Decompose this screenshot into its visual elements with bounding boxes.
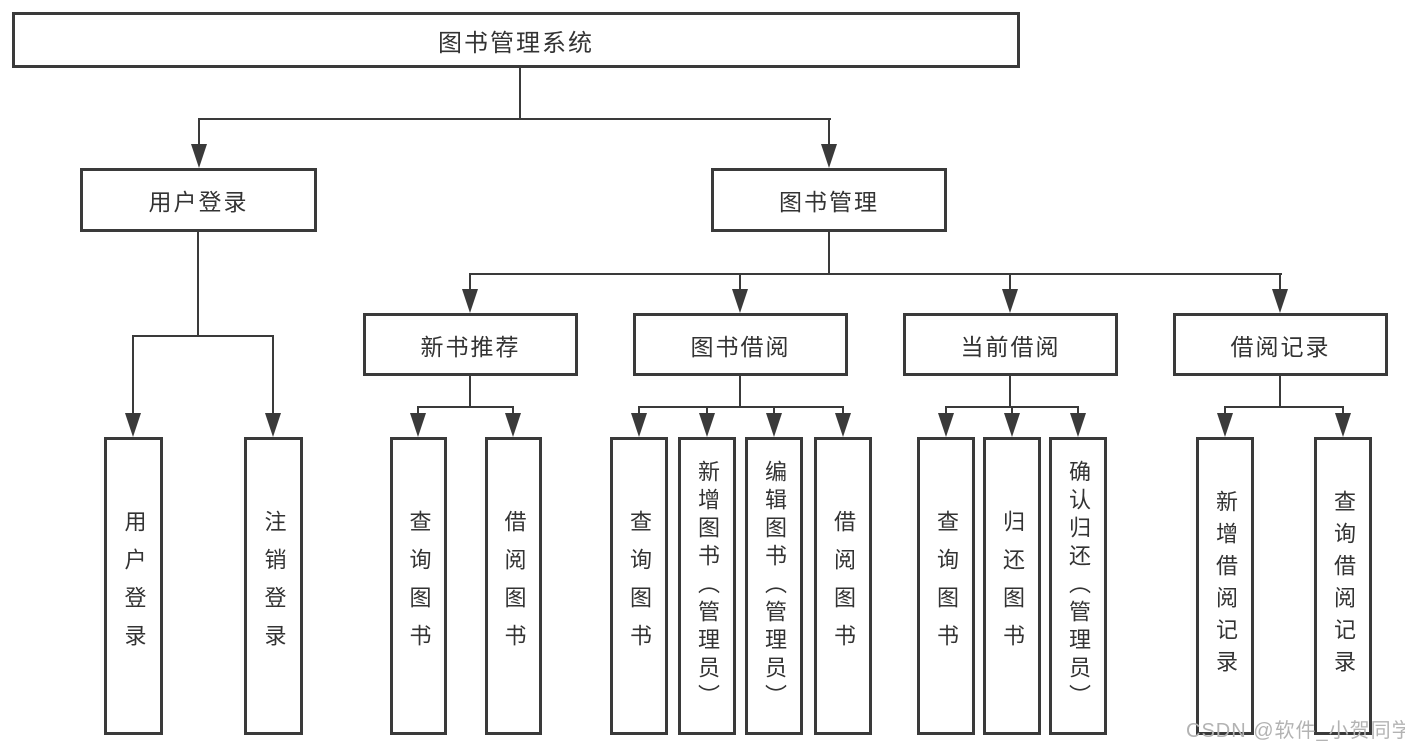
arrow-down-icon [938, 413, 954, 437]
arrow-down-icon [631, 413, 647, 437]
leaf-query-borrow-record: 查询借阅记录 [1314, 437, 1372, 735]
arrow-down-icon [766, 413, 782, 437]
connector-borrow-record-rail [1224, 406, 1344, 408]
connector-level1-rail [198, 118, 831, 120]
arrow-down-icon [821, 144, 837, 168]
connector-leaf-drop [945, 406, 947, 415]
leaf-logout: 注销登录 [244, 437, 303, 735]
connector-leaf-drop [1342, 406, 1344, 415]
connector-login-leaf-drop [132, 335, 134, 414]
arrow-down-icon [1002, 289, 1018, 313]
connector-leaf-drop [706, 406, 708, 415]
arrow-down-icon [462, 289, 478, 313]
connector-leaf-drop [1011, 406, 1013, 415]
csdn-watermark: CSDN @软件_小贺同学 [1186, 720, 1405, 742]
arrow-down-icon [265, 413, 281, 437]
leaf-borrow-books: 借阅图书 [814, 437, 872, 735]
connector-user-login-drop [198, 118, 200, 146]
connector-leaf-drop [417, 406, 419, 415]
arrow-down-icon [732, 289, 748, 313]
connector-book-borrow-stem [739, 376, 741, 406]
connector-leaf-drop [842, 406, 844, 415]
arrow-down-icon [1070, 413, 1086, 437]
connector-new-book-stem [469, 376, 471, 406]
connector-new-book-drop [469, 273, 471, 291]
connector-current-borrow-drop [1009, 273, 1011, 291]
connector-book-borrow-drop [739, 273, 741, 291]
connector-book-borrow-rail [638, 406, 844, 408]
node-book-borrowing: 图书借阅 [633, 313, 848, 376]
connector-user-login-rail [132, 335, 274, 337]
leaf-query-books: 查询图书 [917, 437, 975, 735]
node-book-management: 图书管理 [711, 168, 947, 232]
connector-level2-rail [469, 273, 1282, 275]
connector-new-book-rail [417, 406, 514, 408]
arrow-down-icon [1217, 413, 1233, 437]
connector-borrow-record-stem [1279, 376, 1281, 406]
arrow-down-icon [1335, 413, 1351, 437]
leaf-user-login: 用户登录 [104, 437, 163, 735]
node-root: 图书管理系统 [12, 12, 1020, 68]
arrow-down-icon [699, 413, 715, 437]
connector-leaf-drop [1077, 406, 1079, 415]
connector-borrow-record-drop [1279, 273, 1281, 291]
leaf-add-borrow-record: 新增借阅记录 [1196, 437, 1254, 735]
connector-leaf-drop [638, 406, 640, 415]
connector-current-borrow-stem [1009, 376, 1011, 406]
node-borrow-records: 借阅记录 [1173, 313, 1388, 376]
leaf-edit-books-admin: 编辑图书（管理员） [745, 437, 803, 735]
arrow-down-icon [410, 413, 426, 437]
arrow-down-icon [1272, 289, 1288, 313]
connector-leaf-drop [773, 406, 775, 415]
connector-book-mgmt-drop [828, 118, 830, 146]
connector-leaf-drop [512, 406, 514, 415]
leaf-query-books: 查询图书 [390, 437, 447, 735]
connector-leaf-drop [1224, 406, 1226, 415]
leaf-return-books: 归还图书 [983, 437, 1041, 735]
arrow-down-icon [125, 413, 141, 437]
arrow-down-icon [505, 413, 521, 437]
node-user-login: 用户登录 [80, 168, 317, 232]
connector-user-login-stem [197, 232, 199, 335]
arrow-down-icon [835, 413, 851, 437]
leaf-borrow-books: 借阅图书 [485, 437, 542, 735]
arrow-down-icon [1004, 413, 1020, 437]
leaf-add-books-admin: 新增图书（管理员） [678, 437, 736, 735]
node-current-borrowing: 当前借阅 [903, 313, 1118, 376]
leaf-confirm-return-admin: 确认归还（管理员） [1049, 437, 1107, 735]
node-new-book-recommend: 新书推荐 [363, 313, 578, 376]
leaf-query-books: 查询图书 [610, 437, 668, 735]
connector-book-mgmt-stem [828, 232, 830, 273]
connector-logout-leaf-drop [272, 335, 274, 414]
arrow-down-icon [191, 144, 207, 168]
connector-root-stem [519, 68, 521, 118]
